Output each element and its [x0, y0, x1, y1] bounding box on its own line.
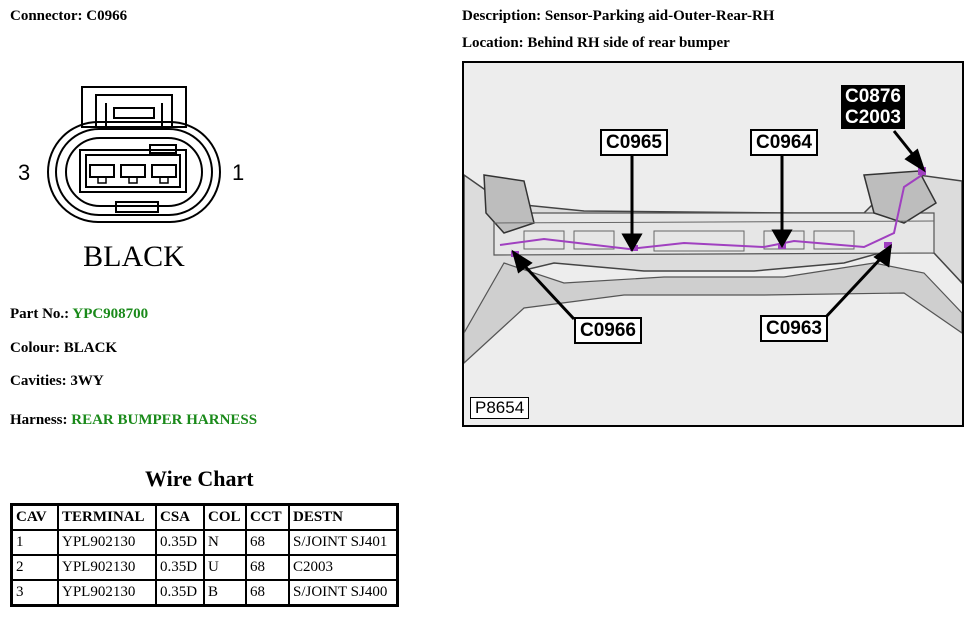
part-number-link[interactable]: YPC908700	[72, 306, 149, 322]
location-diagram: C0876 C2003 C0965 C0964 C0966 C0963 P865…	[462, 61, 964, 427]
connector-face-drawing: 3 1 BLACK	[18, 86, 244, 272]
cell-cct: 68	[245, 529, 290, 556]
description-label: Description:	[462, 8, 542, 24]
wire-chart-title: Wire Chart	[145, 466, 254, 491]
cell-terminal: YPL902130	[57, 579, 157, 607]
cell-col: N	[203, 529, 247, 556]
header-col: COL	[203, 503, 247, 531]
colour-label: Colour:	[10, 340, 60, 356]
callout-c0876-c2003: C0876 C2003	[841, 85, 905, 129]
cavities-label: Cavities:	[10, 373, 67, 389]
bumper-illustration	[464, 130, 962, 364]
callout-c0964: C0964	[750, 129, 818, 156]
cell-terminal: YPL902130	[57, 529, 157, 556]
callout-c0876: C0876	[845, 86, 901, 107]
cell-destn: S/JOINT SJ401	[288, 529, 399, 556]
cell-csa: 0.35D	[155, 579, 205, 607]
header-cav: CAV	[10, 503, 59, 531]
wire-chart-table: CAV TERMINAL CSA COL CCT DESTN 1 YPL9021…	[10, 503, 399, 607]
figure-reference: P8654	[470, 397, 530, 419]
colour-row: Colour: BLACK	[10, 340, 117, 357]
cell-csa: 0.35D	[155, 529, 205, 556]
connector-color-text: BLACK	[83, 240, 185, 272]
callout-c0965: C0965	[600, 129, 668, 156]
location-text: Behind RH side of rear bumper	[527, 35, 730, 51]
harness-label: Harness:	[10, 412, 68, 428]
cell-csa: 0.35D	[155, 554, 205, 581]
pin-label-right: 1	[232, 160, 244, 185]
cell-col: U	[203, 554, 247, 581]
table-row: 2 YPL902130 0.35D U 68 C2003	[10, 554, 399, 581]
cavities-value: 3WY	[70, 373, 104, 389]
cell-terminal: YPL902130	[57, 554, 157, 581]
connector-label: Connector:	[10, 8, 83, 24]
description-row: Description: Sensor-Parking aid-Outer-Re…	[462, 8, 774, 25]
pin-label-left: 3	[18, 160, 30, 185]
description-text: Sensor-Parking aid-Outer-Rear-RH	[544, 8, 775, 24]
header-cct: CCT	[245, 503, 290, 531]
cell-cct: 68	[245, 579, 290, 607]
cell-cav: 1	[10, 529, 59, 556]
location-label: Location:	[462, 35, 524, 51]
colour-value: BLACK	[63, 340, 118, 356]
cell-cct: 68	[245, 554, 290, 581]
callout-c0963: C0963	[760, 315, 828, 342]
cell-destn: S/JOINT SJ400	[288, 579, 399, 607]
callout-c0966: C0966	[574, 317, 642, 344]
connector-id: C0966	[86, 8, 128, 24]
header-destn: DESTN	[288, 503, 399, 531]
location-row: Location: Behind RH side of rear bumper	[462, 35, 730, 52]
cavities-row: Cavities: 3WY	[10, 373, 104, 390]
harness-link[interactable]: REAR BUMPER HARNESS	[71, 412, 258, 428]
part-number-row: Part No.: YPC908700	[10, 306, 148, 323]
connector-heading: Connector: C0966	[10, 8, 127, 25]
callout-c2003: C2003	[845, 107, 901, 128]
cell-col: B	[203, 579, 247, 607]
cell-cav: 3	[10, 579, 59, 607]
harness-row: Harness: REAR BUMPER HARNESS	[10, 412, 257, 429]
header-terminal: TERMINAL	[57, 503, 157, 531]
cell-cav: 2	[10, 554, 59, 581]
wire-chart-header-row: CAV TERMINAL CSA COL CCT DESTN	[10, 503, 399, 531]
part-number-label: Part No.:	[10, 306, 70, 322]
header-csa: CSA	[155, 503, 205, 531]
table-row: 1 YPL902130 0.35D N 68 S/JOINT SJ401	[10, 529, 399, 556]
table-row: 3 YPL902130 0.35D B 68 S/JOINT SJ400	[10, 579, 399, 607]
cell-destn: C2003	[288, 554, 399, 581]
